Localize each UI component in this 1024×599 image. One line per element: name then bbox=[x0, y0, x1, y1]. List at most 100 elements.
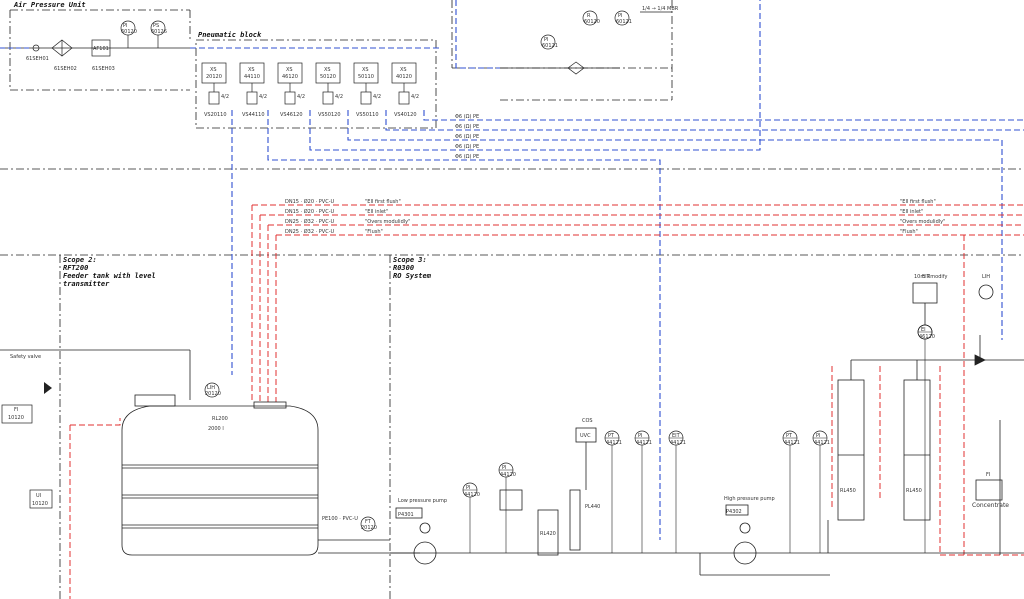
pipe-note-right: "Overs modulidly" bbox=[900, 219, 945, 225]
line-label: Φ6 (Ω) PE bbox=[455, 154, 479, 160]
ro-instrument-id: PI bbox=[466, 485, 471, 491]
ro-instrument-tag: 44121 bbox=[636, 440, 652, 446]
eit-note: 10m Rmodify bbox=[914, 274, 947, 280]
ro-instrument-id: PI bbox=[816, 433, 821, 439]
air-pressure-unit bbox=[0, 20, 196, 57]
solenoid-id: XS bbox=[400, 67, 407, 73]
pipe-note-left: "EII first flush" bbox=[365, 199, 401, 205]
membrane-1-tag: RL450 bbox=[840, 488, 856, 494]
left-fi-tag: 10120 bbox=[8, 415, 24, 421]
solenoid-tag: 44110 bbox=[244, 74, 260, 80]
ur-r-tag: 60120 bbox=[584, 19, 600, 25]
scope2-code: RFT200 bbox=[63, 264, 88, 272]
solenoid-tag: 50120 bbox=[320, 74, 336, 80]
left-ui-tag: 10120 bbox=[32, 501, 48, 507]
left-fi-id: FI bbox=[14, 407, 18, 413]
ro-instrument-id: EIT bbox=[922, 274, 931, 280]
pneumatic-title: Pneumatic block bbox=[198, 31, 262, 39]
pipe-label: DN15 · Ø20 · PVC-U bbox=[285, 208, 335, 215]
ro-instruments: PI44120PI44120PT44121PI44121COSEIT44121P… bbox=[462, 274, 990, 553]
pneumatic-lines bbox=[190, 0, 1024, 540]
scope2-heading: Scope 2: bbox=[63, 256, 97, 264]
ur-pi2-tag: 60121 bbox=[616, 19, 632, 25]
scope2-desc1: Feeder tank with level bbox=[63, 272, 156, 280]
valve-tag: VS46120 bbox=[280, 112, 303, 118]
upper-right-instruments bbox=[500, 10, 672, 75]
low-pump-label: Low pressure pump bbox=[398, 498, 447, 504]
tank-tag: RL200 bbox=[212, 416, 228, 422]
ur-note: 1/4 → 1/4 MBR bbox=[642, 6, 679, 12]
concentrate-label: Concentrate bbox=[972, 502, 1009, 509]
solenoid-id: XS bbox=[210, 67, 217, 73]
valve-tag: VS20110 bbox=[204, 112, 227, 118]
air-pi-id: PI bbox=[123, 23, 128, 29]
ro-instrument-id: PI bbox=[502, 465, 507, 471]
ro-instrument-tag: 44120 bbox=[500, 472, 516, 478]
ro-instrument-id: EIT bbox=[672, 433, 681, 439]
line-label: Φ6 (Ω) PE bbox=[455, 124, 479, 130]
ur-pi-tag: 60121 bbox=[542, 43, 558, 49]
solenoid-tag: 46120 bbox=[282, 74, 298, 80]
ro-instrument-tag: 44121 bbox=[814, 440, 830, 446]
membrane-2-tag: RL450 bbox=[906, 488, 922, 494]
pipe-label: DN15 · Ø20 · PVC-U bbox=[285, 198, 335, 205]
tank-ft-tag: 20120 bbox=[361, 525, 377, 531]
port-label: 4/2 bbox=[411, 94, 419, 100]
feeder-tank bbox=[0, 349, 420, 556]
ro-instrument-id: PT bbox=[608, 433, 615, 439]
cartridge-tag: RL420 bbox=[540, 531, 556, 537]
pneumatic-block-frame bbox=[195, 39, 437, 129]
ro-instrument-tag: 46120 bbox=[919, 334, 935, 340]
ro-instrument-id: EI bbox=[921, 327, 926, 333]
air-ps-tag: 60126 bbox=[151, 29, 167, 35]
valve-tag: VS44110 bbox=[242, 112, 265, 118]
pipe-note-left: "EII inlet" bbox=[365, 209, 388, 215]
port-label: 4/2 bbox=[259, 94, 267, 100]
filter-tag: PL440 bbox=[585, 504, 600, 510]
tank-ft-id: FT bbox=[365, 519, 372, 525]
left-ui-id: UI bbox=[36, 493, 41, 499]
red-drops bbox=[69, 205, 1024, 599]
uvc-label: UVC bbox=[580, 433, 591, 439]
ro-instrument-id: FI bbox=[986, 472, 990, 478]
high-pump-tag: P4302 bbox=[726, 509, 742, 515]
air-valve-tag-1: 61SEH01 bbox=[26, 56, 49, 62]
solenoid-id: XS bbox=[248, 67, 255, 73]
scope3-desc: RO System bbox=[393, 272, 432, 280]
high-pump-label: High pressure pump bbox=[724, 496, 775, 502]
air-unit-title: Air Pressure Unit bbox=[13, 1, 86, 9]
air-pi-tag: 60120 bbox=[121, 29, 137, 35]
port-label: 4/2 bbox=[297, 94, 305, 100]
ro-process-lines bbox=[390, 282, 1024, 576]
valve-tag: VS50110 bbox=[356, 112, 379, 118]
pipe-note-left: "Flush" bbox=[365, 229, 383, 235]
solenoid-id: XS bbox=[362, 67, 369, 73]
pipe-note-right: "EII inlet" bbox=[900, 209, 923, 215]
tank-pipe: PE100 · PVC-U bbox=[322, 516, 358, 522]
line-label: Φ6 (Ω) PE bbox=[455, 144, 479, 150]
solenoid-tag: 50110 bbox=[358, 74, 374, 80]
scope3-code: R0300 bbox=[393, 264, 414, 272]
pipe-note-left: "Overs modulidly" bbox=[365, 219, 410, 225]
pipe-lines: DN15 · Ø20 · PVC-U "EII first flush" "EII … bbox=[252, 198, 1024, 236]
air-filter-tag: AF101 bbox=[93, 46, 109, 52]
safety-valve-label: Safety valve bbox=[10, 354, 41, 360]
ur-r-id: R bbox=[587, 13, 591, 19]
port-label: 4/2 bbox=[373, 94, 381, 100]
scope3-heading: Scope 3: bbox=[393, 256, 427, 264]
